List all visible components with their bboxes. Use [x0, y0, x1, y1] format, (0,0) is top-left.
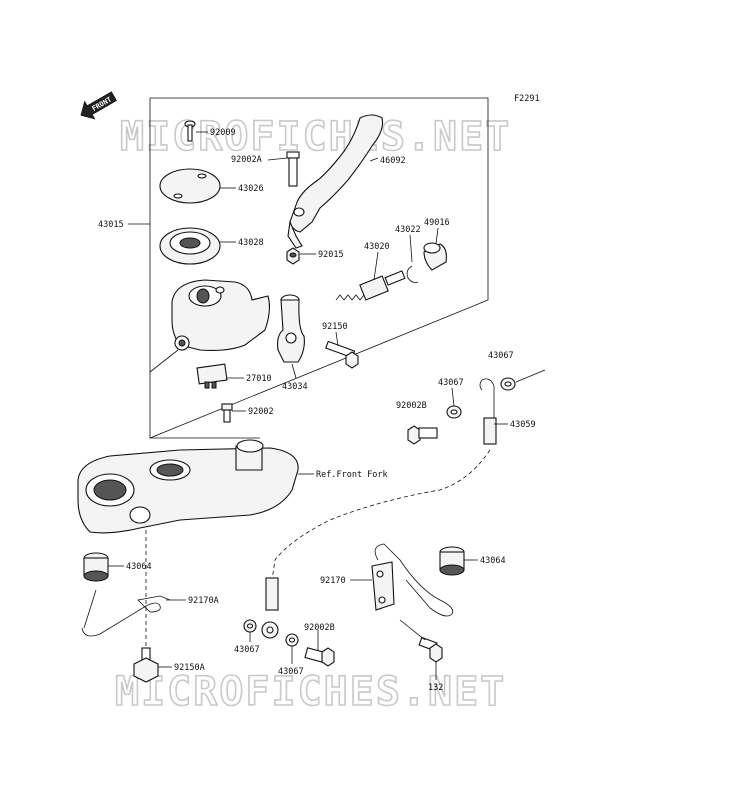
- label-92002: 92002: [248, 407, 274, 417]
- top-yoke-icon: [77, 439, 299, 534]
- label-43022: 43022: [395, 225, 421, 235]
- bracket-92170-icon: [371, 543, 454, 617]
- master-cylinder-body-icon: [171, 279, 271, 351]
- lever-46092-icon: [287, 114, 384, 249]
- clamp-43034-icon: [277, 294, 305, 363]
- bolt-132-icon: [418, 636, 443, 663]
- label-43067-c: 43067: [234, 645, 260, 655]
- label-92009: 92009: [210, 128, 236, 138]
- bolt-92150A-icon: [133, 647, 159, 683]
- label-92150A: 92150A: [174, 663, 205, 673]
- label-92170: 92170: [320, 576, 346, 586]
- front-arrow-icon: FRONT: [80, 91, 117, 120]
- label-49016: 49016: [424, 218, 450, 228]
- label-132: 132: [428, 683, 443, 693]
- label-43067-b: 43067: [438, 378, 464, 388]
- screw-92002-icon: [221, 403, 233, 423]
- hose-clamp-92170A-icon: [81, 589, 171, 637]
- reference-front-fork: Ref.Front Fork: [316, 470, 388, 480]
- watermark-bottom: MICROFICHES.NET: [115, 669, 506, 715]
- boot-49016-icon: [423, 242, 447, 271]
- leader-lines: [108, 131, 508, 680]
- label-43067-d: 43067: [278, 667, 304, 677]
- banjo-fitting-lower-icon: [261, 577, 279, 639]
- assembly-box-43015: [128, 97, 489, 439]
- circlip-43022-icon: [406, 265, 419, 283]
- label-92002B-a: 92002B: [396, 401, 427, 411]
- banjo-bolt-92002B-icon: [407, 425, 438, 445]
- grommet-43064-right-icon: [439, 546, 465, 576]
- cap-43026-icon: [159, 168, 221, 204]
- label-43059: 43059: [510, 420, 536, 430]
- part-labels: 92009 92002A 46092 43026 43015 43028 920…: [98, 128, 536, 693]
- label-46092: 46092: [380, 156, 406, 166]
- label-92002A: 92002A: [231, 155, 262, 165]
- switch-27010-icon: [196, 363, 228, 389]
- piston-43020-icon: [335, 270, 406, 301]
- label-92002B-b: 92002B: [304, 623, 335, 633]
- label-43026: 43026: [238, 184, 264, 194]
- label-92170A: 92170A: [188, 596, 219, 606]
- watermark-top: MICROFICHES.NET: [120, 114, 511, 160]
- label-43064-b: 43064: [480, 556, 506, 566]
- label-43015: 43015: [98, 220, 124, 230]
- label-43034: 43034: [282, 382, 308, 392]
- label-43067-a: 43067: [488, 351, 514, 361]
- label-27010: 27010: [246, 374, 272, 384]
- label-92150: 92150: [322, 322, 348, 332]
- banjo-bolt-92002B-lower-icon: [304, 647, 335, 667]
- pivot-bolt-92002A-icon: [286, 151, 300, 187]
- label-43028: 43028: [238, 238, 264, 248]
- diaphragm-43028-icon: [159, 227, 221, 265]
- washer-43067-icon: [446, 377, 516, 419]
- hose-43059-icon: [271, 378, 497, 581]
- screw-92009-icon: [184, 120, 196, 142]
- label-43064-a: 43064: [126, 562, 152, 572]
- label-92015: 92015: [318, 250, 344, 260]
- bolt-92150-icon: [325, 340, 359, 369]
- washer-43067-lower-icon: [243, 619, 299, 647]
- nut-92015-icon: [286, 247, 300, 265]
- figure-code: F2291: [514, 94, 540, 104]
- label-43020: 43020: [364, 242, 390, 252]
- grommet-43064-left-icon: [83, 552, 109, 582]
